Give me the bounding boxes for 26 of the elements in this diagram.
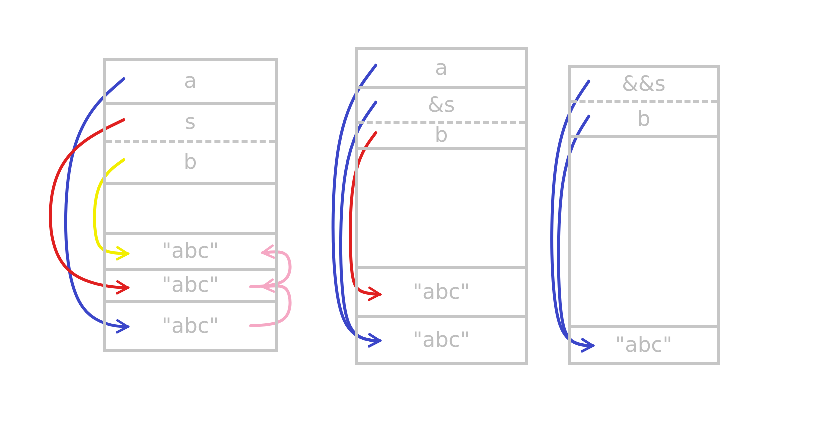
memory-cell bbox=[358, 124, 525, 150]
arrow bbox=[339, 101, 382, 348]
cell-label: a bbox=[184, 71, 197, 92]
cell-label: &&s bbox=[622, 74, 666, 94]
stack-frame bbox=[568, 65, 720, 365]
stack-frame bbox=[103, 58, 278, 352]
cell-label: "abc" bbox=[162, 316, 220, 336]
cell-label: "abc" bbox=[162, 275, 220, 296]
stack-frame bbox=[355, 47, 528, 365]
arrow bbox=[93, 158, 130, 261]
cell-label: &s bbox=[428, 94, 456, 116]
cell-label: "abc" bbox=[412, 330, 470, 350]
cell-label: b bbox=[637, 108, 651, 130]
cell-label: b bbox=[434, 125, 448, 146]
arrow bbox=[49, 118, 130, 295]
cell-label: "abc" bbox=[412, 282, 470, 302]
arrow bbox=[349, 132, 382, 302]
arrow bbox=[64, 78, 130, 334]
cell-label: "abc" bbox=[615, 334, 673, 356]
cell-label: a bbox=[435, 58, 448, 78]
cell-label: "abc" bbox=[162, 241, 220, 262]
cell-label: s bbox=[185, 112, 196, 133]
cell-label: b bbox=[184, 152, 198, 173]
arrow bbox=[557, 115, 594, 353]
arrow bbox=[250, 244, 292, 288]
arrow bbox=[250, 278, 292, 328]
